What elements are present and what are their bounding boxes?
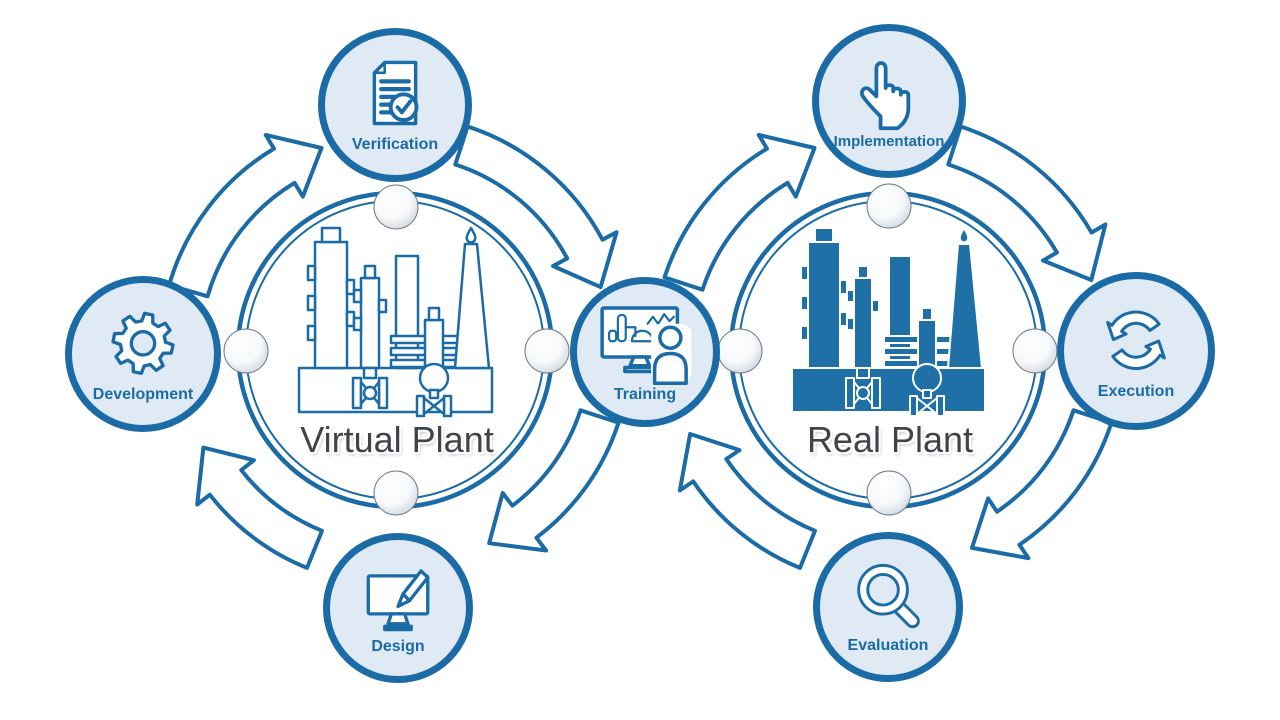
cycle-arc: [1111, 339, 1166, 370]
node-label: Training: [613, 386, 677, 403]
cycle-arrows-icon: [1106, 310, 1166, 370]
hand-click-icon: [860, 60, 911, 130]
arrow-execution-to-evaluation: [970, 408, 1114, 561]
monitor-pencil-icon: [366, 569, 430, 632]
node-verification: Verification: [318, 28, 472, 182]
virtual-plant-illustration: [297, 226, 494, 418]
node-label: Development: [92, 386, 194, 403]
trainer-screen-icon: [600, 306, 692, 385]
arrow-design-to-development: [195, 445, 324, 570]
magnifier-icon: [857, 563, 920, 629]
arrow-evaluation-to-training: [677, 432, 817, 570]
arrow-verification-to-training: [453, 124, 619, 290]
node-label: Execution: [1097, 383, 1175, 400]
cycle-arrows: [167, 124, 1114, 570]
node-label: Verification: [351, 136, 439, 153]
arrow-training-to-implementation: [662, 132, 817, 292]
node-execution: Execution: [1057, 272, 1215, 430]
virtual-plant-title: Virtual Plant: [300, 419, 494, 460]
arrow-development-to-verification: [167, 132, 324, 299]
real-plant-title: Real Plant: [806, 419, 974, 460]
node-label: Evaluation: [847, 637, 929, 654]
gear-icon: [111, 311, 175, 376]
cycle-arc: [1106, 310, 1161, 342]
node-label: Implementation: [833, 132, 945, 150]
node-development: Development: [65, 276, 221, 432]
connector-spheres: [223, 183, 1058, 516]
node-design: Design: [323, 533, 473, 683]
arrow-implementation-to-execution: [946, 124, 1108, 282]
node-evaluation: Evaluation: [813, 532, 963, 682]
node-label: Design: [371, 638, 425, 655]
node-training: Training: [570, 277, 720, 427]
real-plant-illustration: [791, 227, 986, 417]
arrow-training-to-design: [487, 408, 621, 553]
document-check-icon: [372, 60, 419, 126]
node-implementation: Implementation: [812, 24, 966, 178]
